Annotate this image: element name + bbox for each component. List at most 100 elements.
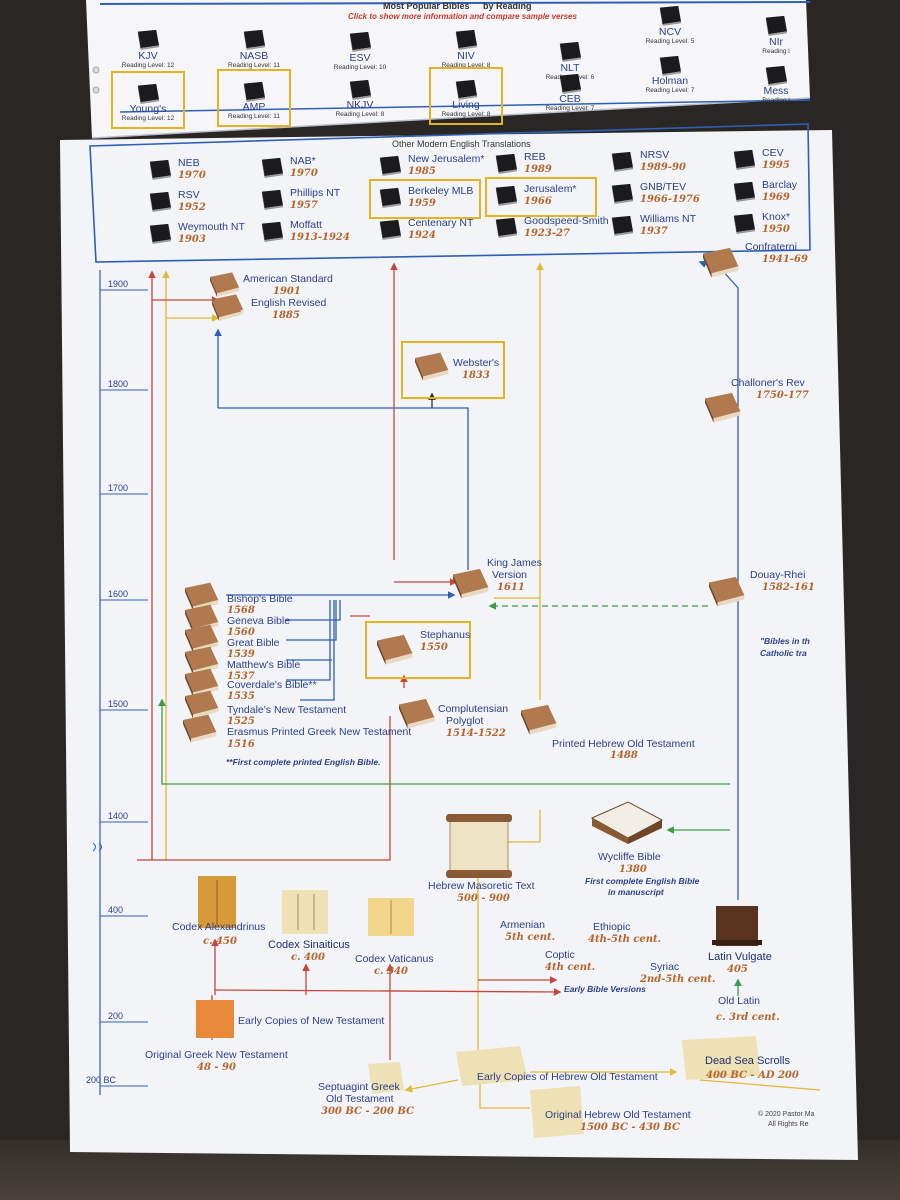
original-greek-nt-date: 48 - 90 [197,1062,236,1073]
book-icon [349,31,371,52]
book-icon [137,29,159,50]
book-icon [261,157,283,178]
modern-translation-item[interactable]: Jerusalem*1966 [485,177,597,217]
modern-translation-name: Barclay [762,179,798,191]
book-icon [659,55,681,76]
modern-translation-date: 1989 [524,164,552,175]
matthews-date: 1537 [227,671,255,682]
paper-fold [91,97,811,139]
original-hebrew-scroll-icon [530,1086,584,1138]
popular-bible-name: AMP [243,101,266,113]
book-icon [495,153,517,174]
modern-translation-date: 1970 [290,168,318,179]
modern-translation-date: 1950 [762,224,790,235]
modern-translation-name: NEB [178,157,200,169]
modern-translation-item[interactable]: Knox*1950 [733,211,790,235]
timeline-tick: 1800 [100,379,148,391]
douay-label: Douay-Rhei [750,569,805,581]
ethiopic-date: 4th-5th cent. [588,934,661,945]
modern-translation-date: 1957 [290,200,318,211]
wycliffe-label: Wycliffe Bible [598,851,661,863]
ethiopic-label: Ethiopic [593,921,630,933]
wycliffe-note-2: in manuscript [608,887,665,897]
wycliffe-date: 1380 [619,864,647,875]
syriac-date: 2nd-5th cent. [639,974,716,985]
popular-bible-name: NASB [240,50,269,62]
book-icon [149,191,171,212]
book-icon [765,15,787,36]
complutensian-label-2: Polyglot [446,715,483,727]
modern-translation-name: RSV [178,189,200,201]
book-icon [379,155,401,176]
modern-translation-name: Weymouth NT [178,221,245,233]
kjv-label: King James [487,557,542,569]
book-icon [611,151,633,172]
english-revised-label: English Revised [251,297,326,309]
top-border [99,1,811,5]
catholic-note: "Bibles in th [760,636,810,646]
american-standard-label: American Standard [243,273,333,285]
american-standard-date: 1901 [273,286,301,297]
book-icon [611,183,633,204]
original-hebrew-ot-date: 1500 BC - 430 BC [580,1122,680,1133]
armenian-label: Armenian [500,919,545,931]
printed-hebrew-label: Printed Hebrew Old Testament [552,738,695,750]
book-icon [611,215,633,236]
popular-bible-name: NKJV [347,99,374,111]
septuagint-date: 300 BC - 200 BC [321,1106,414,1117]
modern-translation-name: Knox* [762,211,790,223]
book-icon [765,65,787,86]
popular-bible-name: Living [452,99,480,111]
popular-bible-name: KJV [138,50,157,62]
book-icon [261,189,283,210]
codex-alexandrinus-icon [198,876,236,928]
modern-translation-item[interactable]: NAB*1970 [261,155,318,179]
book-icon [349,79,371,100]
modern-heading: Other Modern English Translations [392,139,531,149]
punch-hole [92,86,100,94]
sinaiticus-date: c. 400 [291,952,325,963]
printed-hebrew-date: 1488 [610,750,638,761]
modern-translation-date: 1952 [178,202,206,213]
modern-translation-name: GNB/TEV [640,181,686,193]
codex-sinaiticus-icon [282,890,328,934]
matthews-label: Matthew's Bible [227,659,300,671]
popular-subheading: Click to show more information and compa… [348,12,578,21]
modern-translation-date: 1970 [178,170,206,181]
modern-translation-item[interactable]: New Jerusalem*1985 [379,153,485,177]
timeline-tick: 1400 [100,811,148,823]
book-icon [659,5,681,26]
bishops-date: 1568 [227,605,255,616]
original-hebrew-ot-label: Original Hebrew Old Testament [545,1109,691,1121]
coverdale-label: Coverdale's Bible** [227,679,317,691]
